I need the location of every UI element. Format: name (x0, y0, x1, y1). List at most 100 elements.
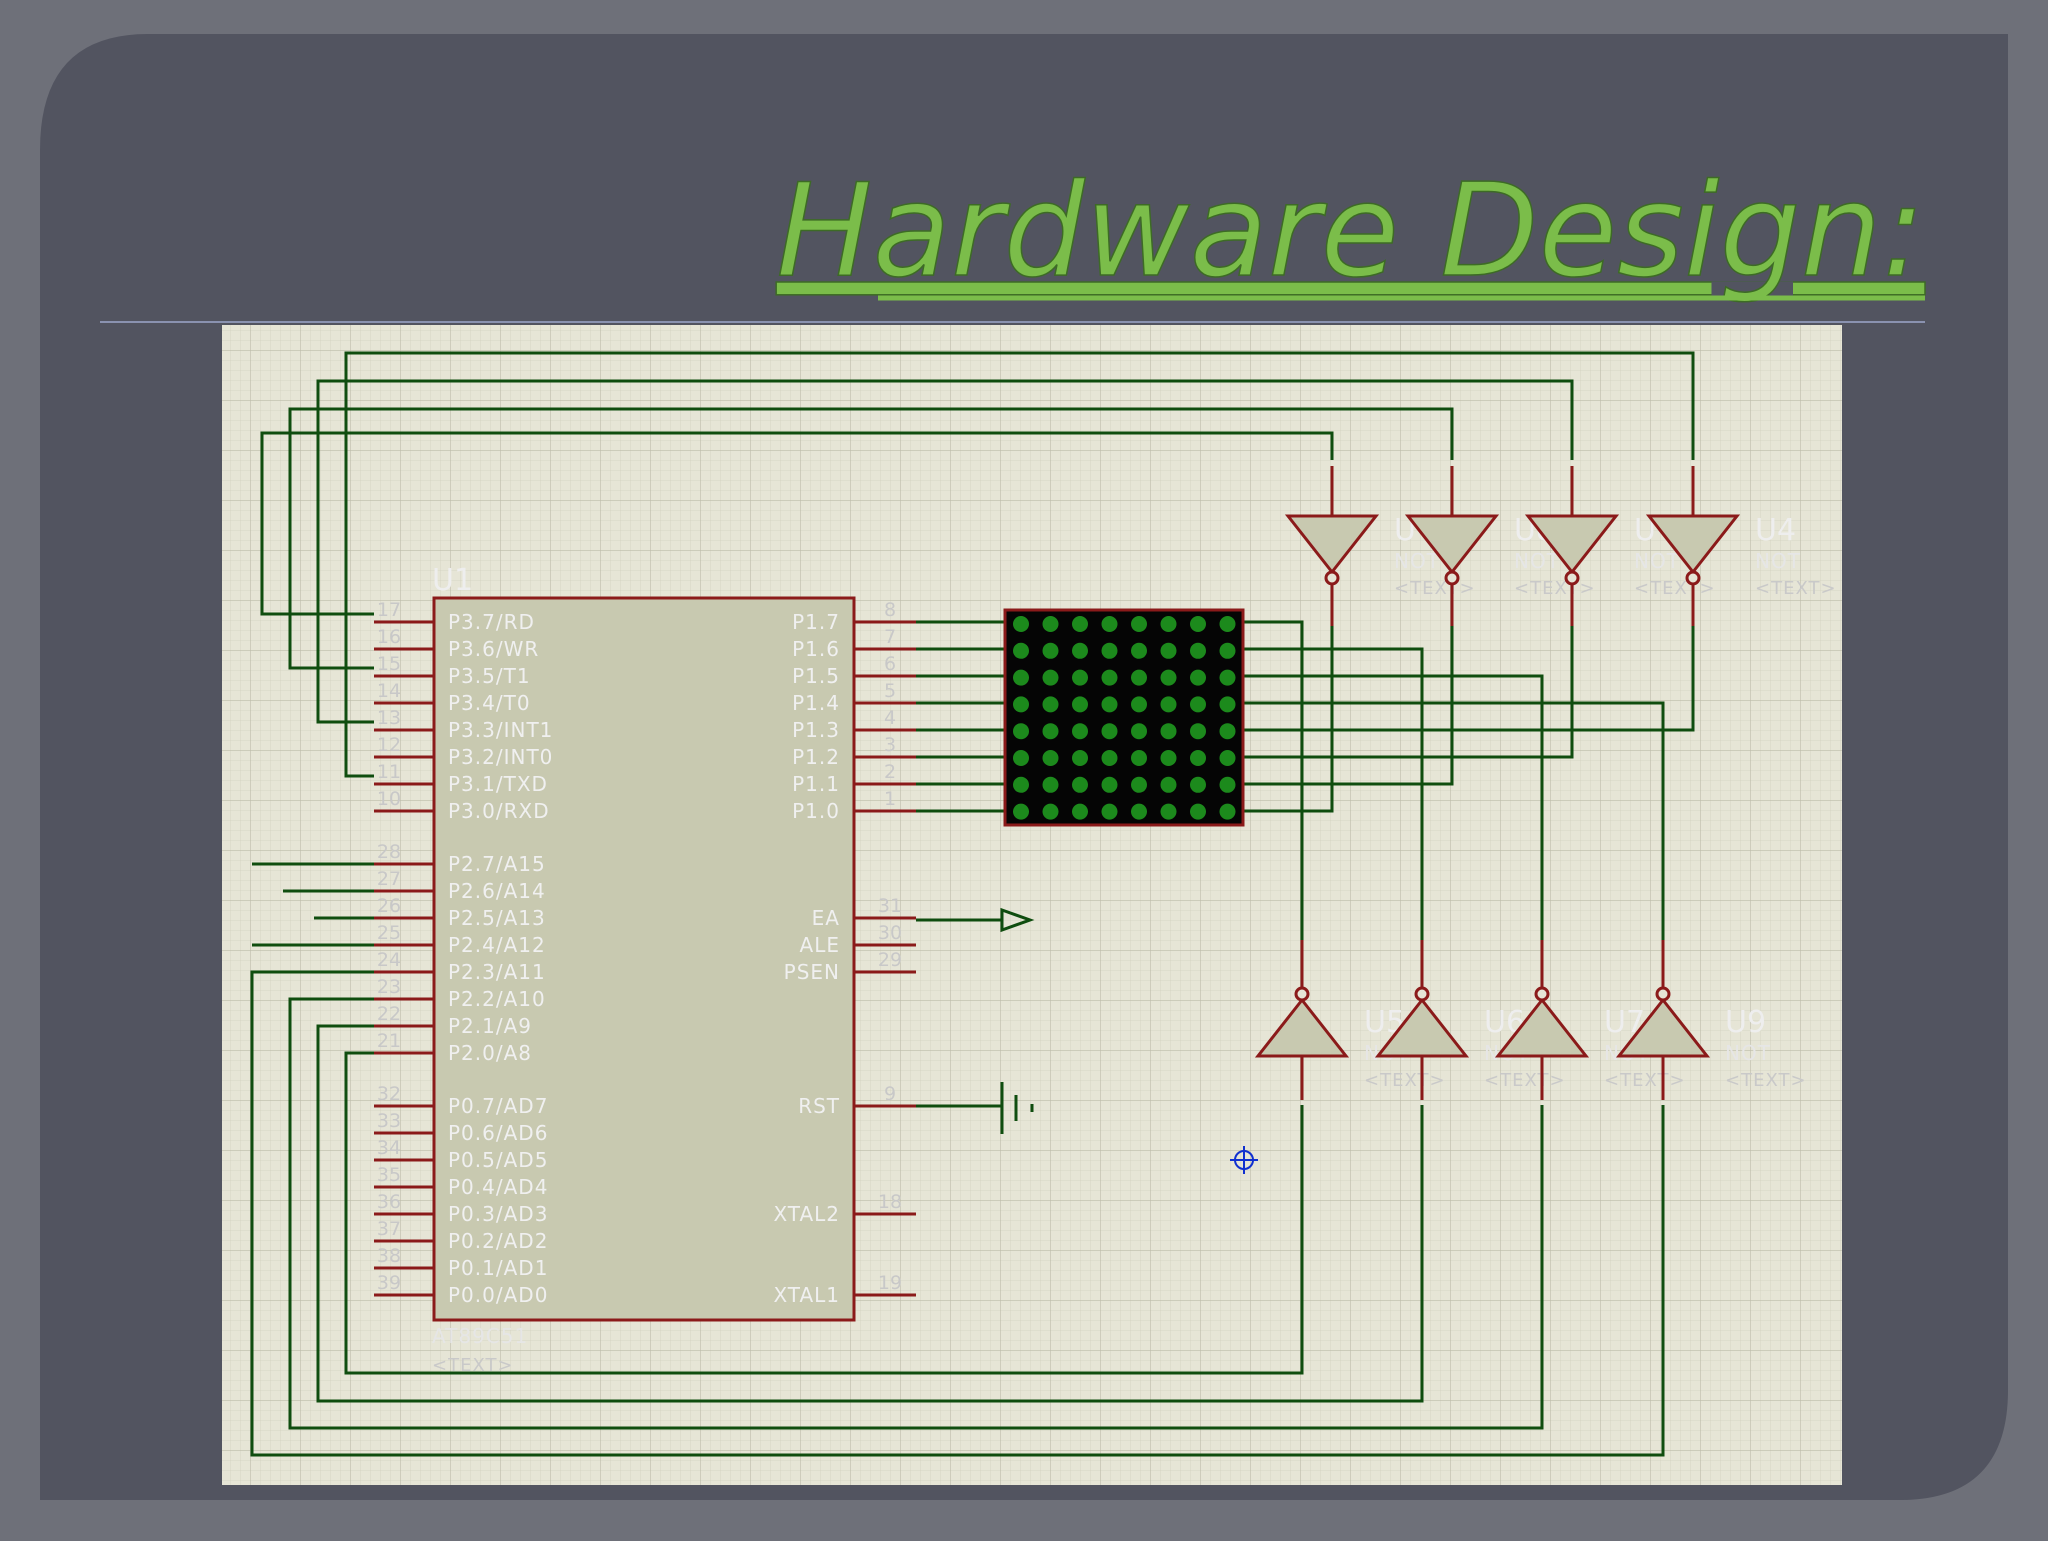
not-gate: U5NOT<TEXT> (1254, 940, 1446, 1100)
mcu-pin-number: 1 (884, 788, 896, 810)
led-dot (1042, 776, 1059, 793)
led-dot (1190, 669, 1206, 686)
gate-text: <TEXT> (1604, 1070, 1686, 1091)
mcu-pin-number: 24 (377, 949, 401, 971)
mcu-pin-number: 25 (377, 922, 401, 944)
mcu-pin-label: P1.1 (792, 772, 840, 796)
led-dot (1013, 696, 1029, 713)
not-gate-bubble (1655, 986, 1671, 1002)
led-dot (1131, 696, 1147, 713)
gate-type: NOT (1634, 549, 1680, 573)
gate-text: <TEXT> (1364, 1070, 1446, 1091)
led-dot (1013, 803, 1029, 820)
led-dot (1131, 642, 1147, 659)
mcu-pin-number: 6 (884, 653, 896, 675)
led-dot (1042, 642, 1059, 659)
mcu-pin-number: 7 (884, 626, 896, 648)
led-dot (1042, 669, 1059, 686)
mcu-pin-number: 37 (377, 1218, 401, 1240)
mcu-pin-number: 16 (377, 626, 401, 648)
mcu-pin-label: P0.4/AD4 (448, 1175, 548, 1199)
not-gate-bubble (1444, 570, 1460, 586)
mcu-pin-label: RST (798, 1094, 840, 1118)
led-dot (1131, 776, 1147, 793)
mcu-pin-label: P2.5/A13 (448, 906, 546, 930)
wire (1243, 674, 1544, 985)
wire (288, 997, 1544, 1430)
mcu-pin-number: 17 (377, 599, 401, 621)
gate-text: <TEXT> (1755, 578, 1837, 599)
gate-text: <TEXT> (1634, 578, 1716, 599)
led-matrix (1003, 608, 1245, 827)
mcu-pin-number: 28 (377, 841, 401, 863)
led-dot (1219, 750, 1236, 766)
led-dot (1042, 723, 1059, 740)
mcu-pin-label: P3.5/T1 (448, 664, 531, 688)
led-dot (1042, 696, 1059, 713)
mcu-pin-label: P0.1/AD1 (448, 1256, 548, 1280)
mcu-pin-number: 29 (878, 949, 902, 971)
gate-text: <TEXT> (1394, 578, 1476, 599)
led-dot (1190, 750, 1206, 766)
gate-type: NOT (1755, 549, 1801, 573)
led-dot (1160, 616, 1177, 632)
led-dot (1160, 776, 1177, 793)
mcu-pin-label: P2.4/A12 (448, 933, 546, 957)
gate-type: NOT (1514, 549, 1560, 573)
mcu-pin-label: P3.2/INT0 (448, 745, 553, 769)
mcu-pin-label: P3.6/WR (448, 637, 539, 661)
gate-text: <TEXT> (1725, 1070, 1807, 1091)
mcu-pin-label: P2.2/A10 (448, 987, 546, 1011)
wire (344, 351, 1695, 778)
led-dot (1131, 803, 1147, 820)
wire (316, 379, 1574, 724)
led-dot (1072, 776, 1088, 793)
gate-ref: U (1634, 513, 1656, 548)
mcu-pin-label: P0.5/AD5 (448, 1148, 548, 1172)
mcu-pin-label: P1.3 (792, 718, 840, 742)
led-dot (1160, 803, 1177, 820)
wire (1243, 590, 1334, 813)
led-dot (1101, 642, 1118, 659)
wire (1243, 701, 1665, 985)
led-dot (1190, 642, 1206, 659)
mcu-pin-number: 32 (377, 1083, 401, 1105)
led-dot (1013, 723, 1029, 740)
mcu-pin-number: 21 (377, 1030, 401, 1052)
not-gate-bubble (1324, 570, 1340, 586)
led-dot (1072, 616, 1088, 632)
led-dot (1160, 696, 1177, 713)
led-dot (1219, 696, 1236, 713)
led-dot (1219, 776, 1236, 793)
led-dot (1219, 616, 1236, 632)
led-dot (1131, 616, 1147, 632)
mcu-pin-label: P1.2 (792, 745, 840, 769)
mcu-pin-number: 15 (377, 653, 401, 675)
mcu-pin-number: 8 (884, 599, 896, 621)
led-dot (1072, 696, 1088, 713)
mcu-pin-label: P0.0/AD0 (448, 1283, 548, 1307)
mcu-pin-number: 36 (377, 1191, 401, 1213)
led-dot (1013, 669, 1029, 686)
mcu-pin-label: P1.5 (792, 664, 840, 688)
not-gate-bubble (1685, 570, 1701, 586)
led-dot (1101, 723, 1118, 740)
wires (250, 351, 1695, 1457)
led-dot (1042, 803, 1059, 820)
mcu-pin-number: 38 (377, 1245, 401, 1267)
not-gate: U7NOT<TEXT> (1494, 940, 1686, 1100)
mcu-pin-label: P3.1/TXD (448, 772, 548, 796)
gate-type: NOT (1725, 1041, 1771, 1065)
not-gate-bubble (1534, 986, 1550, 1002)
wire (1243, 647, 1424, 985)
led-dot (1013, 616, 1029, 632)
led-dot (1072, 723, 1088, 740)
led-dot (1042, 616, 1059, 632)
led-dot (1190, 803, 1206, 820)
inverters: UNOT<TEXT>U8NOT<TEXT>UNOT<TEXT>U4NOT<TEX… (1254, 466, 1837, 1100)
led-dot (1013, 750, 1029, 766)
